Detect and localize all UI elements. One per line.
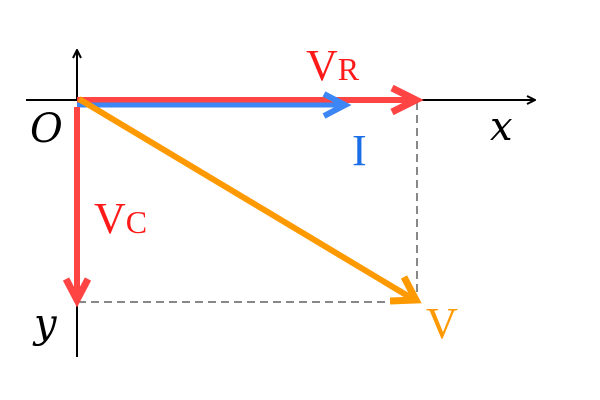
x-axis-label: x (490, 104, 513, 150)
vc-label-sub: C (126, 204, 147, 240)
vector-v (77, 96, 422, 305)
origin-label: O (30, 106, 63, 152)
vector-vr (77, 84, 424, 116)
vr-label-main: V (306, 41, 338, 90)
i-label: I (352, 126, 367, 175)
vc-label: VC (94, 194, 147, 243)
y-axis-label: y (32, 301, 58, 347)
vector-i (77, 91, 352, 119)
vector-vc (62, 107, 92, 308)
v-label: V (426, 299, 458, 348)
vc-label-main: V (94, 194, 126, 243)
vr-label-sub: R (338, 51, 360, 87)
vr-label: VR (306, 41, 360, 90)
